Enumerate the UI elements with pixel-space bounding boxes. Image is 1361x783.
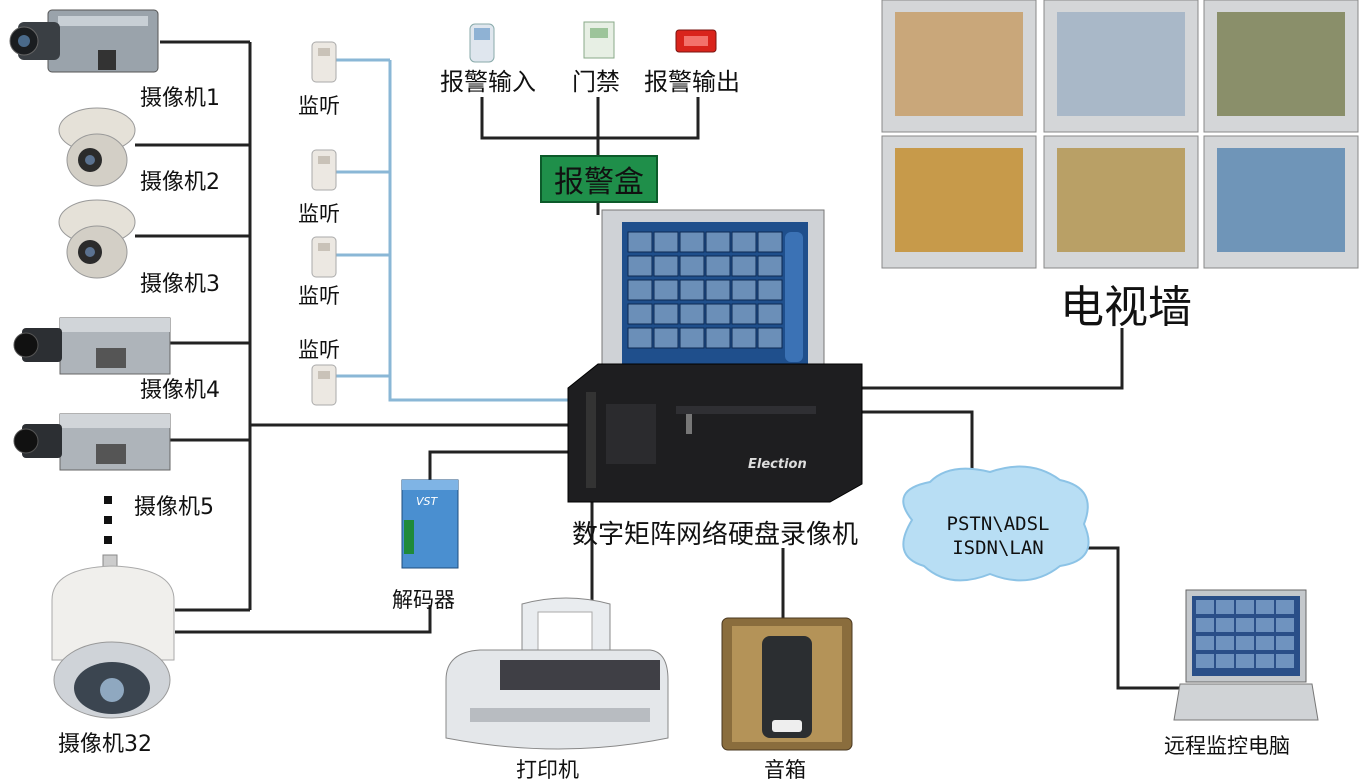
camera-4-label: 摄像机4 — [140, 378, 220, 403]
listen-4-label: 监听 — [298, 338, 340, 362]
tv-wall-icon — [881, 0, 1359, 269]
recorder-label: 数字矩阵网络硬盘录像机 — [572, 520, 859, 550]
decoder-brand-label: VST — [416, 495, 438, 508]
remote-laptop-icon — [1173, 589, 1319, 721]
microphone-1-icon — [311, 41, 337, 83]
camera-2-label: 摄像机2 — [140, 170, 220, 195]
alarm-output-siren-icon — [675, 29, 717, 53]
camera-5-label: 摄像机5 — [134, 495, 214, 520]
listen-2-label: 监听 — [298, 202, 340, 226]
printer-label: 打印机 — [516, 758, 579, 782]
ellipsis-dots — [104, 496, 112, 544]
recorder-to-tvwall-line — [862, 328, 1124, 390]
alarm-input-label: 报警输入 — [440, 68, 536, 96]
camera-3-label: 摄像机3 — [140, 272, 220, 297]
camera-32-ptz-icon — [51, 554, 175, 719]
recorder-monitor-icon — [601, 209, 825, 389]
microphone-3-icon — [311, 236, 337, 278]
network-line-1: PSTN\ADSL — [946, 513, 1050, 535]
alarm-box: 报警盒 — [540, 155, 658, 203]
alarm-input-sensor-icon — [469, 23, 495, 63]
printer-icon — [445, 597, 669, 750]
tv-wall-label: 电视墙 — [1060, 282, 1192, 333]
microphone-2-icon — [311, 149, 337, 191]
recorder-to-network-line — [862, 410, 974, 480]
camera-1-icon — [9, 9, 159, 73]
camera-2-icon — [58, 107, 136, 187]
wiring — [135, 40, 1182, 690]
network-cloud-icon — [902, 465, 1090, 582]
access-control-label: 门禁 — [572, 68, 620, 96]
remote-pc-label: 远程监控电脑 — [1164, 734, 1290, 758]
recorder-chassis-icon — [567, 363, 863, 503]
network-label: PSTN\ADSL ISDN\LAN — [918, 512, 1078, 560]
network-line-2: ISDN\LAN — [952, 537, 1044, 559]
ptz-to-decoder-line — [175, 605, 432, 634]
camera-1-label: 摄像机1 — [140, 86, 220, 111]
alarm-output-label: 报警输出 — [644, 68, 740, 96]
network-to-laptop-line — [1082, 546, 1182, 690]
decoder-icon — [401, 479, 459, 569]
camera-4-icon — [13, 317, 171, 375]
audio-wiring — [335, 58, 568, 402]
listen-1-label: 监听 — [298, 94, 340, 118]
camera-5-icon — [13, 413, 171, 471]
listen-3-label: 监听 — [298, 284, 340, 308]
decoder-label: 解码器 — [392, 588, 455, 612]
speaker-label: 音箱 — [764, 758, 806, 782]
camera-32-label: 摄像机32 — [58, 732, 152, 757]
decoder-to-recorder-line — [428, 450, 568, 480]
access-control-icon — [583, 21, 615, 59]
recorder-brand-label: Election — [748, 457, 807, 472]
camera-3-icon — [58, 199, 136, 279]
speaker-icon — [721, 617, 853, 751]
microphone-4-icon — [311, 364, 337, 406]
